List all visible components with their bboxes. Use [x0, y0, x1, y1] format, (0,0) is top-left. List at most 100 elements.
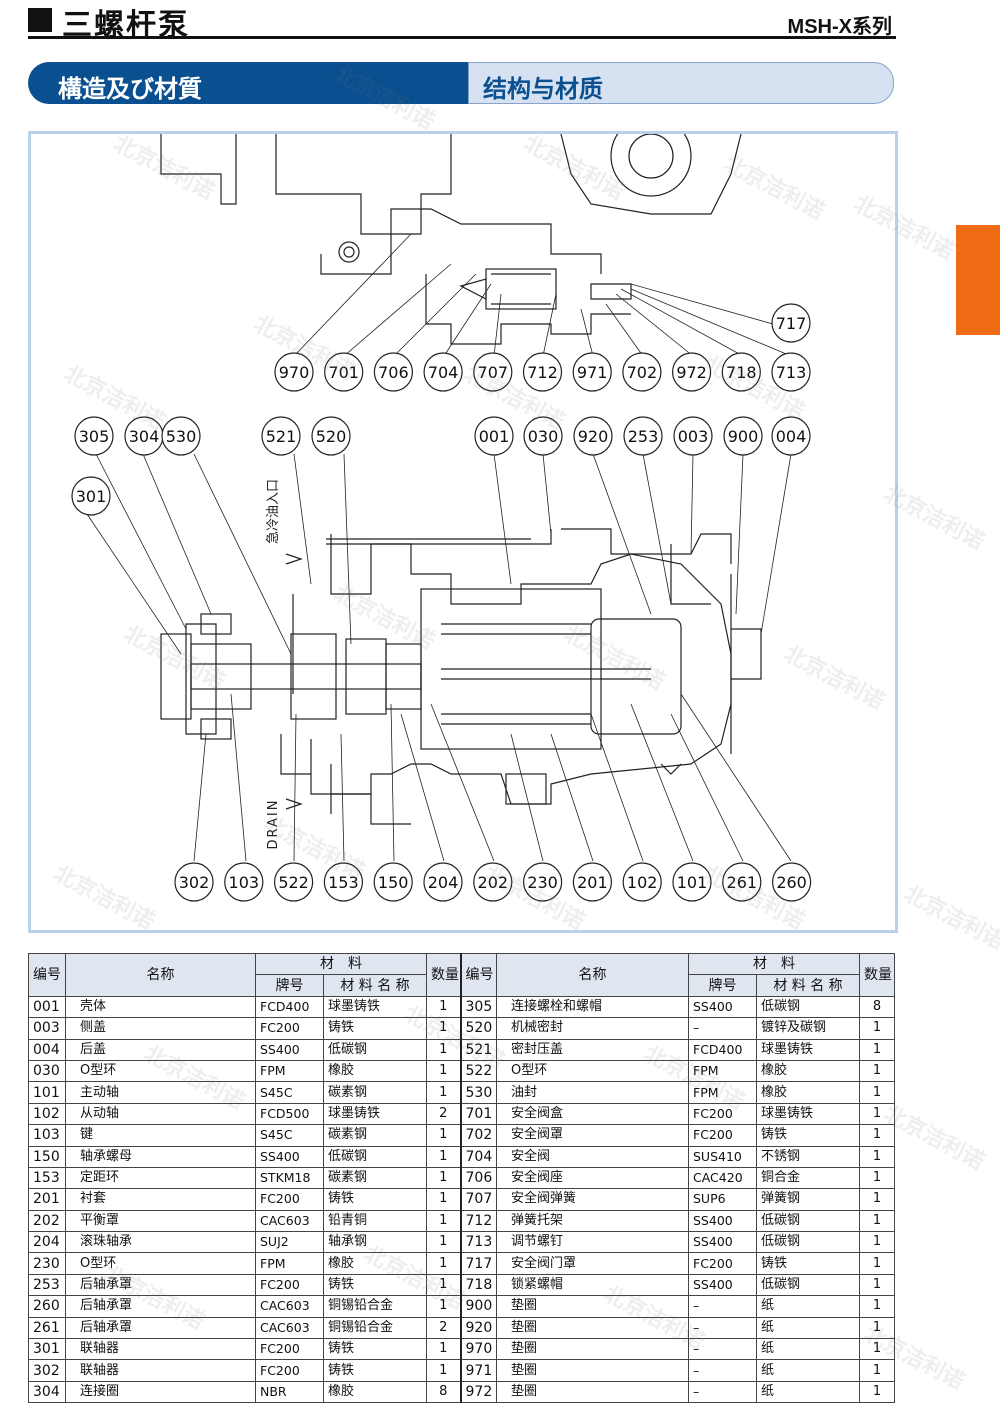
- material-grade: FC200: [255, 1338, 324, 1361]
- part-no: 900: [459, 1295, 497, 1318]
- callout-circle: [723, 416, 763, 456]
- callout-bubble: 713: [771, 352, 811, 392]
- material-name: 纸: [756, 1359, 860, 1382]
- callout-number: 971: [577, 363, 608, 382]
- callout-circle: [573, 416, 613, 456]
- callout-number: 003: [678, 427, 709, 446]
- callout-number: 900: [728, 427, 759, 446]
- part-no: 301: [28, 1338, 66, 1361]
- callout-circle: [522, 352, 563, 392]
- material-name: 球墨铸铁: [323, 1102, 427, 1126]
- part-no: 704: [459, 1145, 497, 1168]
- callout-bubble: 530: [161, 416, 201, 456]
- part-no: 305: [459, 995, 497, 1019]
- callout-bubble: 001: [474, 416, 514, 456]
- material-grade: FC200: [255, 1017, 324, 1040]
- col-name-right: 名称: [496, 953, 689, 997]
- part-qty: 8: [426, 1380, 461, 1404]
- part-qty: 1: [426, 1273, 461, 1297]
- banner-japanese-text: 構造及び材質: [58, 75, 202, 103]
- part-qty: 1: [859, 1081, 895, 1104]
- series-label: MSH-X系列: [787, 16, 892, 38]
- col-no: 编号: [28, 953, 66, 997]
- part-qty: 2: [426, 1102, 461, 1126]
- material-grade: –: [688, 1017, 757, 1040]
- part-name: 机械密封: [496, 1017, 689, 1040]
- callout-number: 004: [776, 427, 807, 446]
- callout-bubble: 701: [324, 352, 364, 392]
- part-name: 定距环: [65, 1166, 256, 1190]
- material-name: 橡胶: [756, 1059, 860, 1083]
- callout-circle: [523, 862, 563, 902]
- part-no: 920: [459, 1316, 497, 1340]
- callout-bubble: 003: [673, 416, 713, 456]
- callout-circle: [673, 416, 713, 456]
- callout-bubble: 101: [672, 862, 712, 902]
- section-banner: 構造及び材質 结构与材质: [28, 62, 894, 104]
- callout-circle: [224, 862, 264, 902]
- callout-number: 253: [628, 427, 659, 446]
- part-no: 971: [459, 1359, 497, 1382]
- material-grade: –: [688, 1359, 757, 1382]
- callout-circle: [373, 862, 413, 902]
- callout-number: 302: [179, 873, 210, 892]
- part-name: 安全阀: [496, 1145, 689, 1168]
- material-name: 低碳钢: [756, 995, 860, 1019]
- callout-circle: [771, 352, 811, 392]
- material-name: 橡胶: [323, 1380, 427, 1404]
- part-name: 油封: [496, 1081, 689, 1104]
- callout-bubble: 522: [274, 862, 314, 902]
- callout-number: 230: [527, 873, 558, 892]
- material-name: 低碳钢: [323, 1145, 427, 1168]
- callout-circle: [324, 352, 364, 392]
- part-qty: 1: [426, 1188, 461, 1211]
- part-name: 垫圈: [496, 1380, 689, 1404]
- callout-number: 202: [478, 873, 509, 892]
- callout-circle: [311, 416, 351, 456]
- callout-number: 530: [166, 427, 197, 446]
- part-qty: 1: [859, 1231, 895, 1254]
- callout-number: 707: [478, 363, 509, 382]
- material-name: 轴承钢: [323, 1231, 427, 1254]
- col-material: 材 料: [255, 952, 427, 976]
- material-name: 铜锡铅合金: [323, 1316, 427, 1340]
- part-no: 150: [28, 1145, 66, 1168]
- part-qty: 1: [859, 1359, 895, 1382]
- material-grade: SS400: [688, 1209, 757, 1233]
- part-qty: 1: [426, 1166, 461, 1190]
- part-name: 衬套: [65, 1188, 256, 1211]
- callout-number: 706: [378, 363, 409, 382]
- callout-circle: [671, 352, 712, 392]
- part-name: 后轴承罩: [65, 1316, 256, 1340]
- part-no: 706: [459, 1166, 497, 1190]
- part-name: 锁紧螺帽: [496, 1273, 689, 1297]
- callout-number: 712: [527, 363, 558, 382]
- callout-circle: [423, 352, 463, 392]
- material-grade: SUS410: [688, 1145, 757, 1168]
- table-header-row-1: 编号 名称 材 料 数量 编号 名称 材 料 数量: [28, 952, 895, 997]
- drain-label: DRAIN: [266, 799, 281, 850]
- callout-bubble: 301: [71, 476, 111, 516]
- material-grade: CAC603: [255, 1295, 324, 1318]
- material-grade: FPM: [688, 1081, 757, 1104]
- part-name: 从动轴: [65, 1102, 256, 1126]
- callout-circle: [572, 352, 612, 392]
- callout-bubble: 900: [723, 416, 763, 456]
- part-qty: 1: [426, 1231, 461, 1254]
- material-grade: NBR: [255, 1380, 324, 1404]
- callout-number: 201: [577, 873, 608, 892]
- part-no: 701: [459, 1102, 497, 1126]
- material-grade: SS400: [688, 995, 757, 1019]
- part-no: 261: [28, 1316, 66, 1340]
- callout-number: 704: [428, 363, 459, 382]
- callout-number: 153: [328, 873, 359, 892]
- part-no: 103: [28, 1124, 66, 1147]
- callout-circle: [74, 416, 114, 456]
- part-qty: 1: [859, 1273, 895, 1297]
- part-qty: 1: [426, 1252, 461, 1275]
